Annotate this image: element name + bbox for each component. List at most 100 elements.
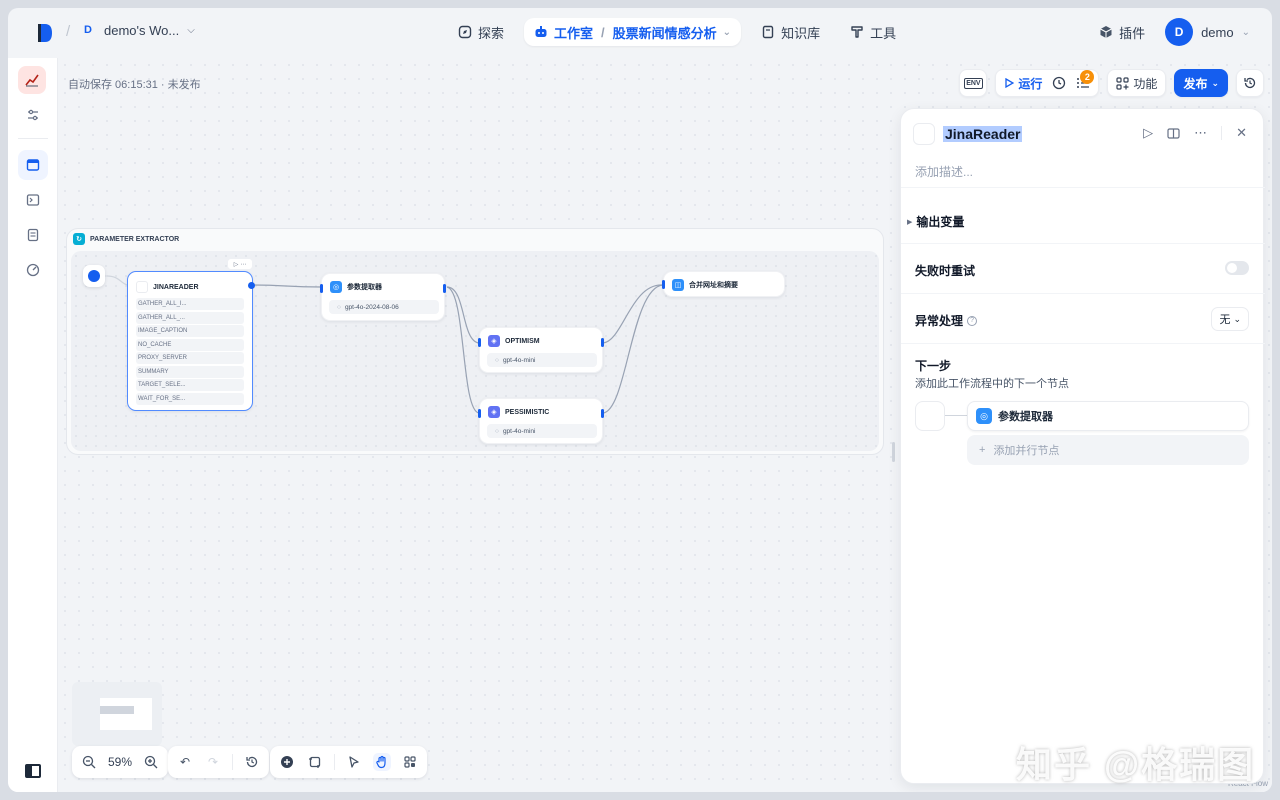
minimap-viewport <box>100 698 152 730</box>
minimap[interactable] <box>72 682 162 746</box>
controls-divider <box>232 754 233 770</box>
field-row: NO_CACHE <box>136 338 244 351</box>
output-handle[interactable] <box>248 282 255 289</box>
output-handle[interactable] <box>601 409 604 418</box>
output-handle[interactable] <box>601 338 604 347</box>
add-note-icon[interactable] <box>306 753 324 771</box>
zoom-out-icon[interactable] <box>80 753 98 771</box>
parameter-extractor-icon: ◎ <box>976 408 992 424</box>
history-icon[interactable] <box>1052 76 1066 90</box>
jina-icon <box>136 281 148 293</box>
edges <box>106 275 664 414</box>
checklist-button[interactable]: 2 <box>1076 70 1095 90</box>
node-title-text: 合并网址和摘要 <box>689 282 738 289</box>
publish-button[interactable]: 发布 ⌄ <box>1174 69 1228 97</box>
input-handle[interactable] <box>478 338 481 347</box>
settings-sliders-icon[interactable] <box>18 100 48 130</box>
parameter-extractor-node[interactable]: ◎ 参数提取器 ○ gpt-4o-2024-08-06 <box>320 273 446 321</box>
description-input[interactable]: 添加描述... <box>915 165 974 179</box>
nav-knowledge[interactable]: 知识库 <box>751 18 830 46</box>
output-handle[interactable] <box>443 284 446 293</box>
dify-logo[interactable] <box>38 24 52 42</box>
chevron-down-icon[interactable]: ⌄ <box>722 26 732 38</box>
llm-icon: ◈ <box>488 335 500 347</box>
pessimistic-node[interactable]: ◈ PESSIMISTIC ○ gpt-4o-mini <box>478 398 604 444</box>
main-nav: 探索 工作室 / 股票新闻情感分析 ⌄ 知识库 工具 <box>448 18 906 46</box>
retry-toggle[interactable] <box>1225 261 1249 275</box>
model-chip: ○ gpt-4o-mini <box>487 353 597 367</box>
input-handle[interactable] <box>478 409 481 418</box>
redo-icon[interactable]: ↷ <box>207 755 219 769</box>
more-icon[interactable]: ⋯ <box>1194 125 1208 140</box>
close-icon[interactable]: ✕ <box>1236 125 1247 140</box>
features-button[interactable]: 功能 <box>1107 69 1167 97</box>
parameter-extractor-icon: ◎ <box>330 281 342 293</box>
current-app-name[interactable]: 股票新闻情感分析 <box>612 25 717 41</box>
more-icon[interactable]: ⋯ <box>240 261 247 268</box>
divider <box>901 243 1265 244</box>
node-title-text: JINAREADER <box>153 283 199 291</box>
jinareader-node[interactable]: JINAREADER GATHER_ALL_I... GATHER_ALL_..… <box>127 259 255 411</box>
optimism-node[interactable]: ◈ OPTIMISM ○ gpt-4o-mini <box>478 327 604 373</box>
history-icon[interactable] <box>243 753 261 771</box>
model-name: gpt-4o-mini <box>502 356 536 364</box>
plugins-button[interactable]: 插件 <box>1099 23 1145 42</box>
help-icon[interactable]: ? <box>967 315 978 326</box>
add-parallel-node-button[interactable]: + 添加并行节点 <box>967 435 1249 465</box>
app-icon[interactable] <box>18 66 46 94</box>
merge-node[interactable]: ◫ 合并网址和摘要 <box>662 271 785 297</box>
nav-explore-label: 探索 <box>478 25 505 41</box>
grid-plus-icon <box>1116 76 1130 90</box>
book-open-icon[interactable] <box>1167 127 1180 140</box>
next-node-card[interactable]: ◎ 参数提取器 <box>967 401 1249 431</box>
nav-tools[interactable]: 工具 <box>840 18 906 46</box>
env-button[interactable]: ENV <box>959 69 988 97</box>
chevron-down-icon: ⌄ <box>1233 313 1241 324</box>
field-row: TARGET_SELE... <box>136 379 244 391</box>
sidebar-item-api[interactable] <box>18 185 48 215</box>
iteration-start-node[interactable] <box>83 265 105 287</box>
sidebar-item-monitor[interactable] <box>18 255 48 285</box>
robot-icon <box>535 26 547 37</box>
node-title-text: 参数提取器 <box>347 284 382 291</box>
hammer-icon <box>851 26 863 38</box>
node-name-input[interactable]: JinaReader <box>943 126 1023 142</box>
zoom-level[interactable]: 59% <box>108 755 133 769</box>
error-handling-row: 异常处理 ? <box>915 312 978 329</box>
sidebar-toggle-icon[interactable] <box>25 764 41 778</box>
zoom-controls: 59% <box>72 746 169 778</box>
run-button[interactable]: 运行 <box>1004 75 1042 92</box>
iteration-header: ↻ PARAMETER EXTRACTOR <box>73 233 179 245</box>
version-history-button[interactable] <box>1236 69 1264 97</box>
input-handle[interactable] <box>320 284 323 293</box>
organize-blocks-icon[interactable] <box>401 753 419 771</box>
play-icon[interactable]: ▷ <box>233 261 239 268</box>
canvas-tools <box>270 746 427 778</box>
node-hover-toolbar[interactable]: ▷⋯ <box>228 259 252 269</box>
checklist-badge: 2 <box>1080 70 1095 84</box>
user-menu[interactable]: D demo ⌄ <box>1165 18 1250 46</box>
current-node-block <box>915 401 945 431</box>
book-icon <box>762 25 774 39</box>
pointer-icon[interactable] <box>345 753 363 771</box>
zoom-in-icon[interactable] <box>142 753 160 771</box>
nav-studio[interactable]: 工作室 / 股票新闻情感分析 ⌄ <box>524 18 742 46</box>
workspace-switcher[interactable]: D demo's Wo... ⌵ <box>80 22 195 38</box>
sidebar-item-logs[interactable] <box>18 220 48 250</box>
panel-resize-handle[interactable] <box>892 442 895 462</box>
next-step-title: 下一步 <box>915 359 952 373</box>
run-node-icon[interactable]: ▷ <box>1143 125 1154 140</box>
undo-icon[interactable]: ↶ <box>179 755 191 769</box>
compass-icon <box>458 25 472 39</box>
sidebar-item-orchestrate[interactable] <box>18 150 48 180</box>
nav-studio-label: 工作室 <box>554 25 594 41</box>
error-handling-select[interactable]: 无 ⌄ <box>1211 307 1249 331</box>
app-sidebar <box>8 58 58 792</box>
iteration-node[interactable]: ↻ PARAMETER EXTRACTOR JINAREA <box>66 228 884 455</box>
input-handle[interactable] <box>662 280 665 289</box>
add-node-icon[interactable] <box>278 753 296 771</box>
nav-explore[interactable]: 探索 <box>448 18 514 46</box>
user-name: demo <box>1201 24 1234 40</box>
hand-icon[interactable] <box>373 753 391 771</box>
output-vars-toggle[interactable]: ▶ 输出变量 <box>907 213 964 230</box>
